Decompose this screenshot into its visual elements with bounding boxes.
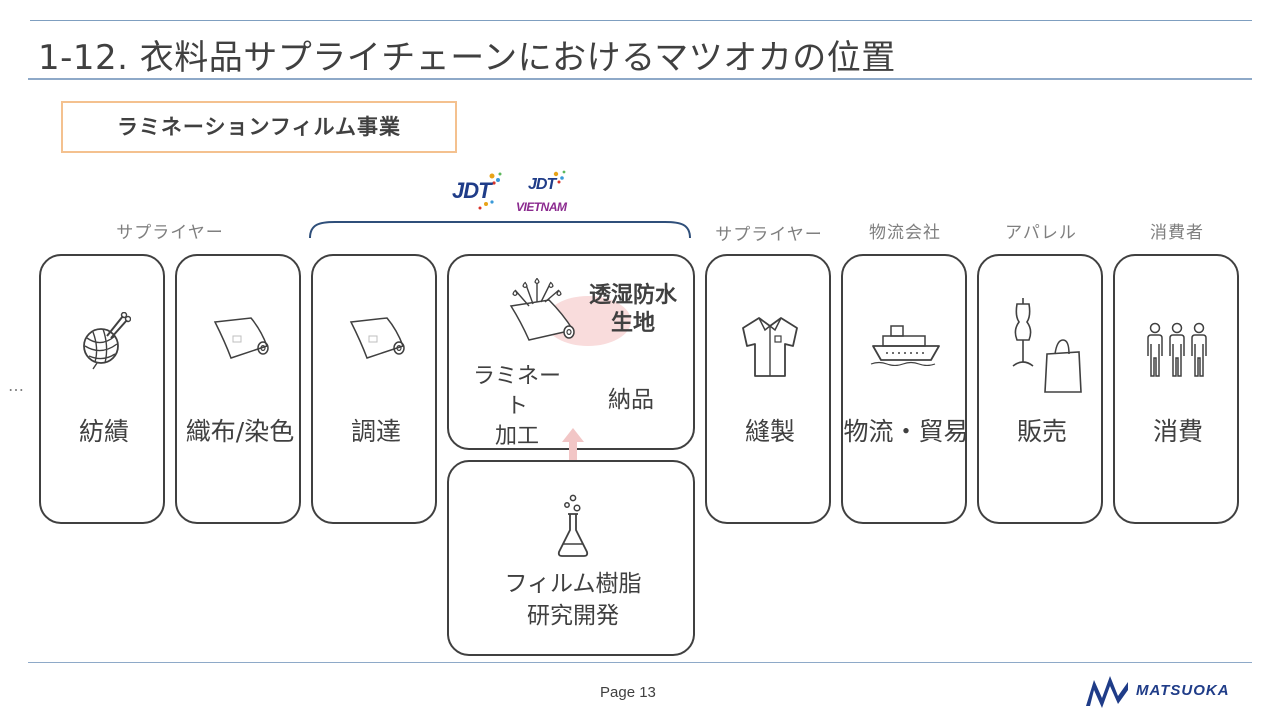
people-icon	[1147, 322, 1207, 377]
stage-consumption: 消費	[1113, 254, 1239, 524]
rnd-label-line1: フィルム樹脂	[504, 571, 642, 597]
jdt-vietnam-logo-bottom: VIETNAM	[516, 200, 567, 214]
stage-sales-label: 販売	[1016, 417, 1067, 446]
matsuoka-logo: MATSUOKA	[1084, 672, 1244, 712]
stage-sewing-label: 縫製	[744, 417, 795, 446]
stage-weaving-label: 織布/染色	[185, 417, 295, 446]
slide-title: 1-12. 衣料品サプライチェーンにおけるマツオカの位置	[38, 38, 896, 78]
stage-procurement: 調達	[311, 254, 437, 524]
category-supplier-right: サプライヤー	[715, 225, 823, 245]
stage-consumption-label: 消費	[1152, 417, 1203, 446]
stage-spinning-label: 紡績	[78, 417, 129, 446]
stage-weaving: 織布/染色	[175, 254, 301, 524]
laminate-process: ラミネート 加工	[469, 362, 565, 452]
stage-spinning: 紡績	[39, 254, 165, 524]
jdt-logo-text: JDT	[452, 178, 492, 203]
stage-logistics-label: 物流・貿易	[843, 417, 969, 446]
stage-sewing: 縫製	[705, 254, 831, 524]
upward-arrow	[562, 428, 584, 474]
product-name-line1: 透湿防水	[588, 283, 677, 308]
footer-rule	[28, 662, 1252, 663]
stage-rnd: フィルム樹脂 研究開発	[447, 460, 695, 656]
shirt-icon	[742, 317, 798, 377]
fabric-roll-icon	[213, 317, 269, 359]
jdt-vietnam-logo: JDT VIETNAM	[516, 168, 588, 218]
jdt-logo-graphic	[478, 172, 502, 210]
stage-procurement-label: 調達	[350, 417, 401, 446]
category-supplier-left: サプライヤー	[116, 223, 224, 243]
category-apparel: アパレル	[1005, 223, 1077, 243]
stage-logistics: 物流・貿易	[841, 254, 969, 524]
matsuoka-logo-text: MATSUOKA	[1136, 682, 1230, 699]
delivery-label: 納品	[608, 387, 654, 413]
rnd-label: フィルム樹脂 研究開発	[449, 568, 697, 632]
page-number: Page 13	[600, 684, 656, 701]
jdt-bracket	[309, 221, 691, 239]
laminate-process-line1: ラミネート	[472, 364, 561, 419]
top-rule	[30, 20, 1252, 21]
ellipsis: …	[8, 376, 24, 395]
mannequin-bag-icon	[1012, 298, 1082, 393]
title-rule	[28, 78, 1252, 80]
rnd-label-line2: 研究開発	[527, 603, 619, 629]
stage-laminate: 透湿防水 生地 ラミネート 加工 納品	[447, 254, 695, 450]
product-name: 透湿防水 生地	[577, 282, 689, 338]
category-consumer: 消費者	[1150, 223, 1204, 243]
fabric-roll-icon	[349, 317, 405, 359]
stage-sales: 販売	[977, 254, 1103, 524]
section-label: ラミネーションフィルム事業	[61, 101, 457, 153]
matsuoka-logo-mark	[1086, 676, 1128, 708]
waterproof-fabric-icon	[509, 278, 575, 341]
jdt-logo: JDT	[448, 168, 508, 214]
yarn-ball-icon	[83, 312, 131, 370]
laminate-process-line2: 加工	[494, 424, 539, 449]
jdt-vietnam-logo-top: JDT	[528, 176, 556, 193]
flask-icon	[557, 494, 589, 557]
product-name-line2: 生地	[610, 311, 655, 336]
ship-icon	[870, 325, 940, 366]
category-logistics: 物流会社	[869, 223, 941, 243]
jdt-vietnam-logo-graphic	[553, 170, 566, 184]
